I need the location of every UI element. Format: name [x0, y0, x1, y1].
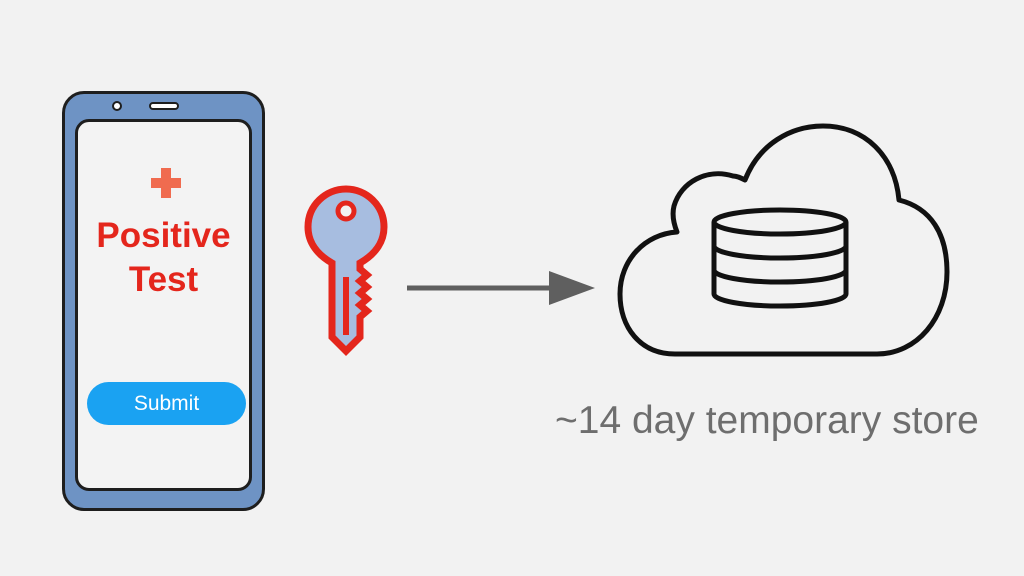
- positive-test-title: Positive Test: [78, 214, 249, 302]
- submit-button[interactable]: Submit: [87, 382, 246, 425]
- title-line-1: Positive: [96, 216, 231, 255]
- key-icon: [304, 185, 388, 356]
- database-icon: [711, 207, 849, 309]
- smartphone: Positive Test Submit: [62, 91, 265, 511]
- storage-caption: ~14 day temporary store: [555, 399, 979, 442]
- title-line-2: Test: [128, 260, 199, 299]
- red-cross-plus-icon: [151, 168, 181, 198]
- right-arrow-icon: [407, 271, 595, 305]
- speaker-grille-icon: [149, 102, 179, 110]
- phone-screen: Positive Test Submit: [75, 119, 252, 491]
- front-camera-icon: [112, 101, 122, 111]
- cloud-icon: [617, 123, 950, 357]
